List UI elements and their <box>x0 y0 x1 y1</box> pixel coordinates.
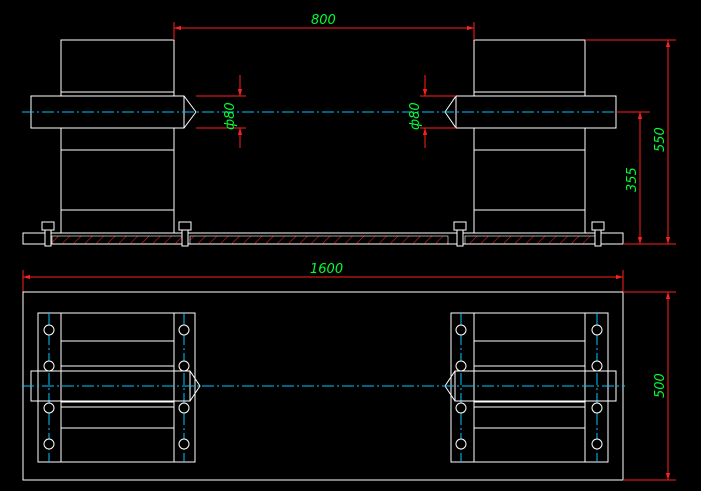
right-top-block <box>473 39 586 93</box>
dim-text-dia-left: ф80 <box>223 102 238 130</box>
bolt-icon <box>455 402 467 414</box>
bolt-icon <box>43 402 55 414</box>
left-bearing-block <box>60 127 175 151</box>
bolt-icon <box>178 402 190 414</box>
bolt-icon <box>455 438 467 450</box>
dim-text-550: 550 <box>653 127 668 152</box>
bolt-icon <box>591 360 603 372</box>
left-shaft-top <box>30 370 201 402</box>
left-shaft <box>30 95 197 129</box>
bolt-icon <box>455 324 467 336</box>
bolt-icon <box>43 438 55 450</box>
bolt-icon <box>41 221 55 231</box>
right-pedestal-top <box>444 312 617 463</box>
right-pedestal <box>444 39 617 247</box>
right-foot <box>473 209 586 234</box>
bolt-icon <box>178 324 190 336</box>
bolt-icon <box>591 402 603 414</box>
bolt-icon <box>178 438 190 450</box>
bolt-icon <box>591 221 605 231</box>
bolt-icon <box>591 324 603 336</box>
top-view: 1600 <box>22 262 676 481</box>
right-shaft <box>444 95 617 129</box>
dim-text-1600: 1600 <box>310 262 343 277</box>
dim-text-355: 355 <box>625 167 640 192</box>
left-top-block <box>60 39 175 93</box>
bolt-icon <box>43 360 55 372</box>
right-bearing-block <box>473 127 586 151</box>
front-base-hatch-middle <box>189 235 449 245</box>
left-foot <box>60 209 175 234</box>
front-base-hatch-right <box>464 235 596 245</box>
front-base-hatch-left <box>51 235 185 245</box>
bolt-icon <box>455 360 467 372</box>
bolt-icon <box>591 438 603 450</box>
bolt-icon <box>178 221 192 231</box>
dim-text-dia-right: ф80 <box>408 102 423 130</box>
front-view: 800 ф80 ф80 355 550 <box>22 13 676 247</box>
right-shaft-top <box>444 370 617 402</box>
bolt-icon <box>178 360 190 372</box>
dim-text-500: 500 <box>653 373 668 398</box>
left-pedestal-top <box>30 312 201 463</box>
left-pedestal <box>30 39 197 247</box>
bolt-icon <box>453 221 467 231</box>
dim-text-800: 800 <box>311 13 336 28</box>
bolt-icon <box>43 324 55 336</box>
